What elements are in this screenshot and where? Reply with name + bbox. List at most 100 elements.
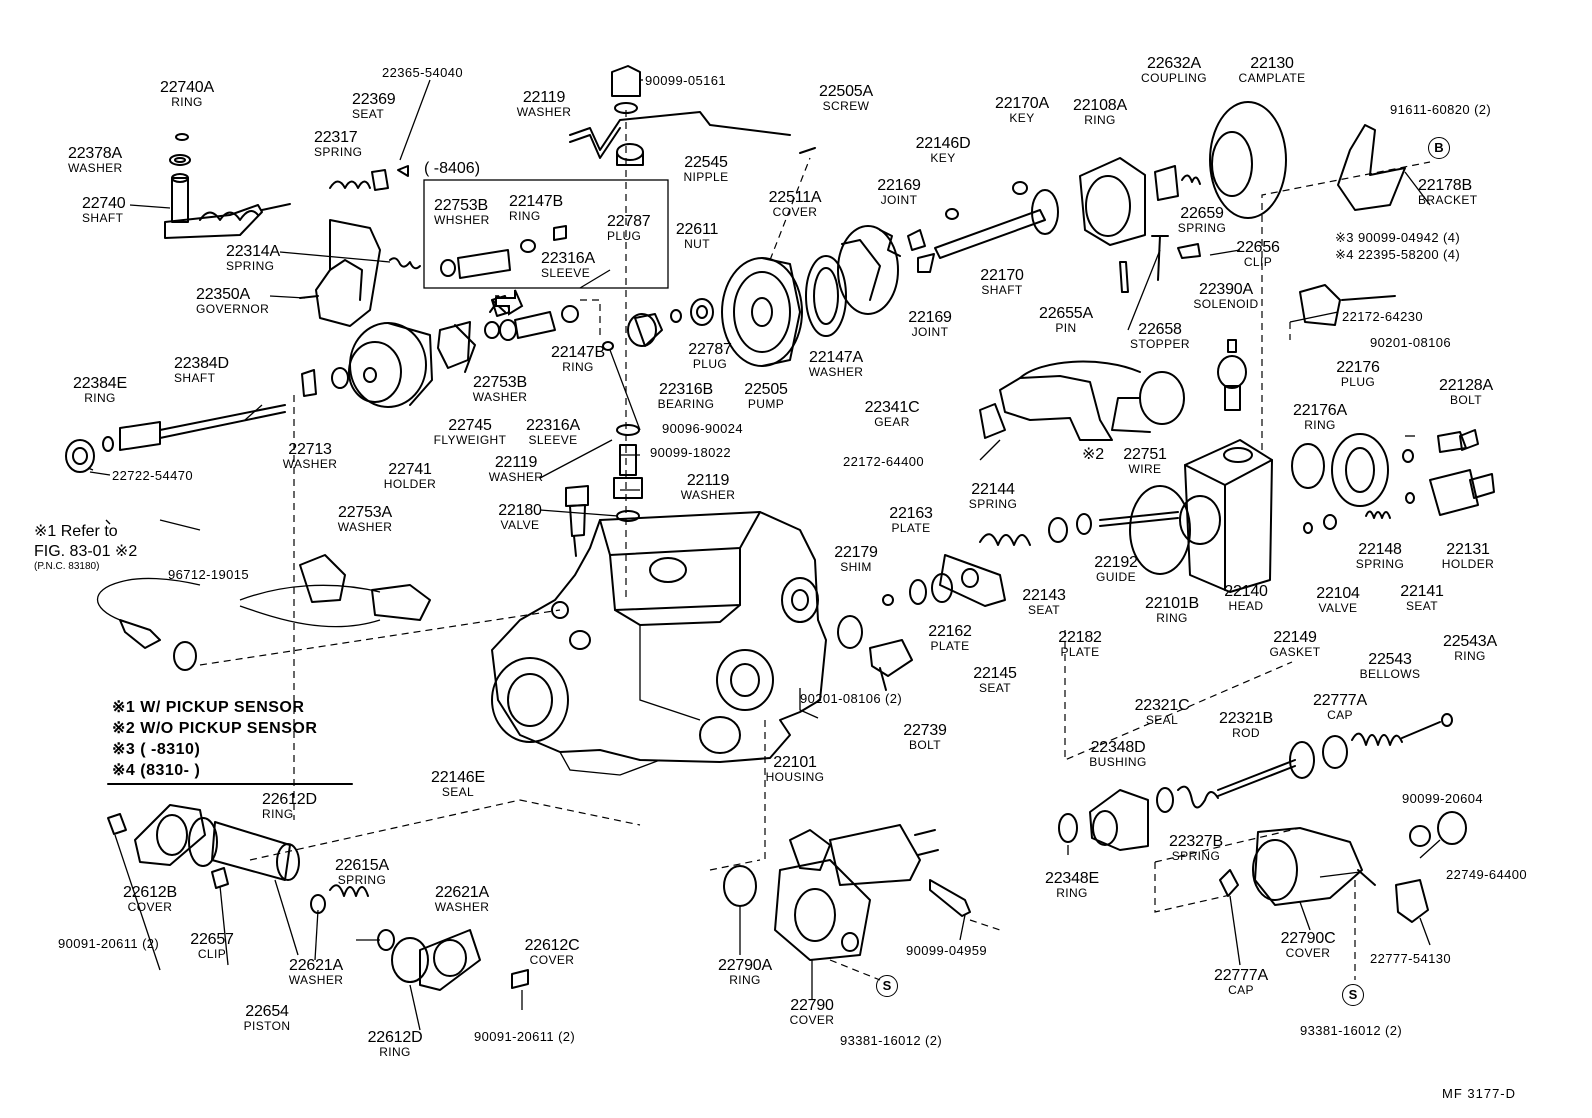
part-93381-16012-center: 93381-16012 (2) xyxy=(840,1033,943,1048)
mark-2-wire: ※2 xyxy=(1082,446,1104,463)
range-8406-box xyxy=(423,179,669,289)
note-no-pickup-sensor: ※2 W/O PICKUP SENSOR xyxy=(112,720,318,737)
flyweight-group-drawing xyxy=(437,225,714,373)
piston-drawing xyxy=(107,804,529,991)
cover-drawing xyxy=(723,824,971,961)
figure-reference-line1: ※1 Refer to xyxy=(34,523,118,540)
part-90201-08106-2: 90201-08106 (2) xyxy=(800,691,903,706)
solenoid-drawing xyxy=(979,124,1406,441)
sensor-wire-drawing xyxy=(96,554,431,671)
part-22722-54470: 22722-54470 xyxy=(112,468,194,483)
part-22172-64230: 22172-64230 xyxy=(1342,309,1424,324)
part-90099-20604: 90099-20604 xyxy=(1402,791,1484,806)
dashed-center-lines xyxy=(199,110,1431,981)
diagram-code: MF 3177-D xyxy=(1442,1086,1517,1101)
pump-drawing xyxy=(721,101,1287,367)
part-90099-18022: 90099-18022 xyxy=(650,445,732,460)
mark-3: ※3 xyxy=(1335,230,1354,245)
part-22777-54130: 22777-54130 xyxy=(1370,951,1452,966)
part-22172-64400: 22172-64400 xyxy=(843,454,925,469)
part-91611-60820: 91611-60820 (2) xyxy=(1390,102,1492,117)
note-pickup-sensor: ※1 W/ PICKUP SENSOR xyxy=(112,699,305,716)
leader-lines xyxy=(87,79,1441,1031)
part-90091-20611-right: 90091-20611 (2) xyxy=(474,1029,576,1044)
mark-4: ※4 xyxy=(1335,247,1354,262)
part-90096-90024: 90096-90024 xyxy=(662,421,744,436)
figure-reference-line3: (P.N.C. 83180) xyxy=(34,561,100,572)
part-90099-04942: ※3 90099-04942 (4) xyxy=(1335,230,1461,245)
part-90099-05161: 90099-05161 xyxy=(645,73,727,88)
part-93381-16012-right: 93381-16012 (2) xyxy=(1300,1023,1403,1038)
note-range-8310-before: ※3 ( -8310) xyxy=(112,741,201,758)
part-90091-20611-left: 90091-20611 (2) xyxy=(58,936,160,951)
note-range-8406: ( -8406) xyxy=(424,160,481,177)
part-90201-08106: 90201-08106 xyxy=(1370,335,1452,350)
part-96712-19015: 96712-19015 xyxy=(168,567,250,582)
marker-s-right: S xyxy=(1342,984,1364,1006)
marker-b: B xyxy=(1428,137,1450,159)
